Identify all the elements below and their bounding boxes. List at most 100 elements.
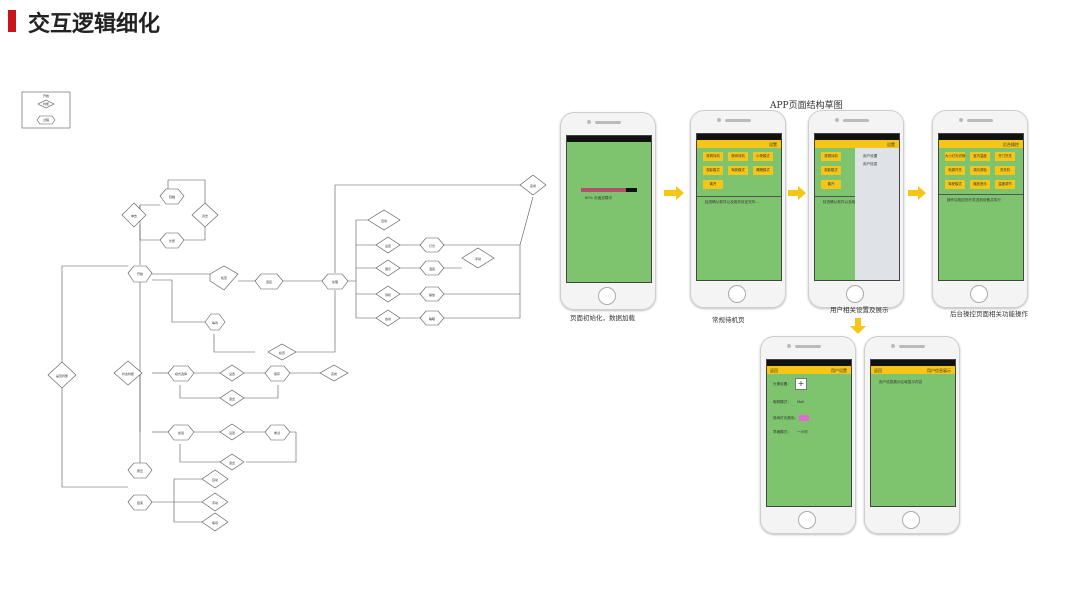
info-text: 用户信息展示区域显示内容 <box>879 380 923 384</box>
phone-screen: 后台操控 大小灯光切换 室内温度 开门开关 电源开关 调光调色 洗衣机 驾驶模式… <box>938 133 1024 281</box>
nav-title: 用户信息展示 <box>927 368 951 373</box>
drawer-item-user-info[interactable]: 用户信息 <box>863 162 878 166</box>
back-link[interactable]: 返回 <box>770 368 778 373</box>
node-done <box>519 174 547 196</box>
status-bar <box>939 134 1023 140</box>
phone-user-info: 返回 用户信息展示 用户信息展示区域显示内容 <box>864 336 960 534</box>
node-dbl <box>191 202 219 228</box>
tile[interactable]: 离开 <box>703 180 723 189</box>
camera-icon <box>717 118 721 122</box>
tile[interactable]: 电源开关 <box>945 166 965 175</box>
tile[interactable]: 调光调色 <box>970 166 990 175</box>
node-b3 <box>201 512 229 532</box>
label-show: 展示 <box>385 266 391 271</box>
tile[interactable]: 离开 <box>821 180 841 189</box>
label-sleep: 睡眠 <box>429 316 435 321</box>
nav-title[interactable]: 后台操控 <box>1003 142 1019 147</box>
tile[interactable]: 观影模式 <box>703 166 723 175</box>
arrow-right-icon <box>788 186 806 200</box>
node-m5 <box>219 453 245 471</box>
node-check <box>267 343 297 361</box>
label-conn: 连接 <box>266 279 272 284</box>
row-label: 头像设置： <box>773 382 791 386</box>
color-swatch[interactable] <box>799 415 809 421</box>
arrow-right-icon <box>664 186 684 200</box>
speaker-icon <box>795 345 821 348</box>
tile[interactable]: 睡眠模式 <box>753 166 773 175</box>
node-mode3 <box>167 424 195 441</box>
info-text: 检查确认软件以及相关... <box>823 200 863 204</box>
label-off: 待机 <box>385 292 391 297</box>
phone-screen: 设置 常规待机 夜间待机 小夜模式 观影模式 驾驶模式 睡眠模式 离开 检查确认… <box>696 133 782 281</box>
tile[interactable]: 驾驶模式 <box>945 180 965 189</box>
phone-screen: 返回 用户信息展示 用户信息展示区域显示内容 <box>870 359 956 507</box>
legend-label-1: 开始 <box>43 93 49 98</box>
node-conn <box>254 273 284 290</box>
legend-label-3: 过程 <box>43 117 49 122</box>
label-click: 单击 <box>131 213 137 218</box>
status-bar <box>567 136 651 142</box>
home-button[interactable] <box>598 287 616 305</box>
tile[interactable]: 常规待机 <box>821 152 841 161</box>
label-proc: 处理 <box>332 279 338 284</box>
nav-title[interactable]: 设置 <box>769 142 777 147</box>
avatar-add-button[interactable]: + <box>795 378 807 390</box>
status-bar <box>767 360 851 366</box>
node-b2 <box>201 492 229 512</box>
label-long: 按压 <box>137 468 143 473</box>
nav-bar: 设置 <box>815 140 899 148</box>
tile[interactable]: 室内温度 <box>970 152 990 161</box>
node-sleep <box>419 310 445 326</box>
label-judge2: 状态判断 <box>122 371 134 376</box>
label-manual: 手动 <box>475 256 481 261</box>
tile[interactable]: 夜间待机 <box>728 152 748 161</box>
home-button[interactable] <box>846 285 864 303</box>
node-start <box>127 265 153 283</box>
drawer-item-user-settings[interactable]: 用户设置 <box>863 154 878 158</box>
node-b1 <box>201 469 229 489</box>
tile[interactable]: 洗衣机 <box>995 166 1015 175</box>
nav-title[interactable]: 设置 <box>887 142 895 147</box>
tile[interactable]: 温度调节 <box>995 180 1015 189</box>
tile[interactable]: 观影模式 <box>821 166 841 175</box>
status-bar <box>871 360 955 366</box>
tile[interactable]: 小夜模式 <box>753 152 773 161</box>
home-button[interactable] <box>970 285 988 303</box>
node-m2 <box>219 389 245 407</box>
tile[interactable]: 常规待机 <box>703 152 723 161</box>
label-done: 完成 <box>530 183 536 188</box>
label-press2: 检查 <box>221 275 227 280</box>
label-check: 检查 <box>279 350 285 355</box>
tile[interactable]: 播放音乐 <box>970 180 990 189</box>
node-m4 <box>219 423 245 441</box>
label-auto: 自动 <box>381 218 387 223</box>
back-link[interactable]: 返回 <box>874 368 882 373</box>
node-press <box>209 265 239 291</box>
info-text: 操作后相应指令发送到设备并执行 <box>947 198 1001 202</box>
legend-label-2: 判断 <box>43 101 49 106</box>
row-value[interactable]: Mell <box>797 400 805 404</box>
speaker-icon <box>843 119 869 122</box>
home-button[interactable] <box>902 511 920 529</box>
node-manual <box>461 247 495 269</box>
node-show <box>375 259 401 277</box>
progress-label: 80% 页面加载中 <box>585 196 613 200</box>
node-proc <box>321 273 349 290</box>
home-button[interactable] <box>728 285 746 303</box>
phone-user-settings: 返回 用户设置 头像设置： + 昵称模式： Mell 夜间灯光颜色： 早晚模式：… <box>760 336 856 534</box>
label-start: 开始 <box>137 271 143 276</box>
tile[interactable]: 驾驶模式 <box>728 166 748 175</box>
tile[interactable]: 开门开关 <box>995 152 1015 161</box>
row-value[interactable]: 一小时 <box>797 430 808 434</box>
tile[interactable]: 大小灯光切换 <box>945 152 965 161</box>
camera-icon <box>587 120 591 124</box>
home-button[interactable] <box>798 511 816 529</box>
caption-init: 页面初始化，数据加载 <box>570 314 635 322</box>
label-dbl: 双击 <box>202 213 208 218</box>
label-mode1: 模式选择 <box>175 371 187 376</box>
arrow-down-icon <box>850 318 866 334</box>
node-top1 <box>159 188 185 205</box>
camera-icon <box>835 118 839 122</box>
speaker-icon <box>967 119 993 122</box>
